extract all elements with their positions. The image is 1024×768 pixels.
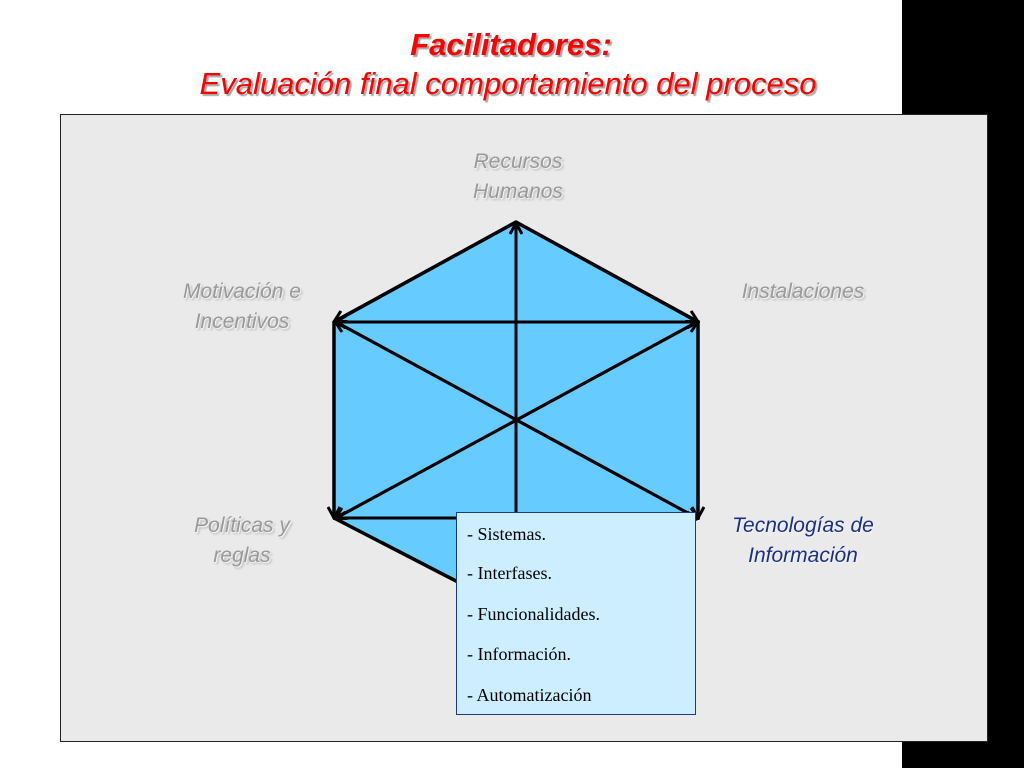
hexagon-connectors: [334, 220, 698, 612]
detail-item-funcionalidades: - Funcionalidades.: [467, 603, 600, 624]
node-label-tecnologias-line1: Tecnologías de: [732, 514, 874, 537]
connector-edge-top-right: [515, 220, 697, 321]
node-label-instalaciones-line1: Instalaciones: [741, 280, 865, 303]
node-label-tecnologias: Tecnologías de Información: [693, 511, 913, 571]
detail-item-automatizacion: - Automatización: [467, 684, 592, 705]
node-label-politicas-line2: reglas: [213, 544, 271, 567]
tecnologias-detail-box: - Sistemas. - Interfases. - Funcionalida…: [456, 512, 696, 715]
detail-item-sistemas: - Sistemas.: [467, 524, 546, 544]
node-label-instalaciones: Instalaciones: [703, 277, 903, 307]
node-label-motivacion: Motivación e Incentivos: [142, 277, 342, 337]
node-label-politicas: Políticas y reglas: [142, 511, 342, 571]
node-label-tecnologias-line2: Información: [748, 544, 858, 567]
title-line-2: Evaluación final comportamiento del proc…: [199, 66, 817, 101]
detail-item-informacion: - Información.: [467, 644, 571, 664]
connector-edge-top-left: [335, 220, 517, 321]
node-label-motivacion-line1: Motivación e: [183, 280, 301, 303]
node-label-recursos-line2: Humanos: [473, 180, 563, 203]
node-label-recursos-line1: Recursos: [473, 150, 563, 173]
node-label-motivacion-line2: Incentivos: [194, 310, 290, 333]
node-label-recursos: Recursos Humanos: [418, 147, 618, 207]
detail-item-interfases: - Interfases.: [467, 563, 552, 583]
title-line-1: Facilitadores:: [410, 27, 612, 62]
connector-diagonal-4: [336, 320, 698, 518]
node-label-politicas-line1: Políticas y: [194, 514, 290, 537]
slide-title: Facilitadores: Evaluación final comporta…: [0, 26, 1024, 104]
